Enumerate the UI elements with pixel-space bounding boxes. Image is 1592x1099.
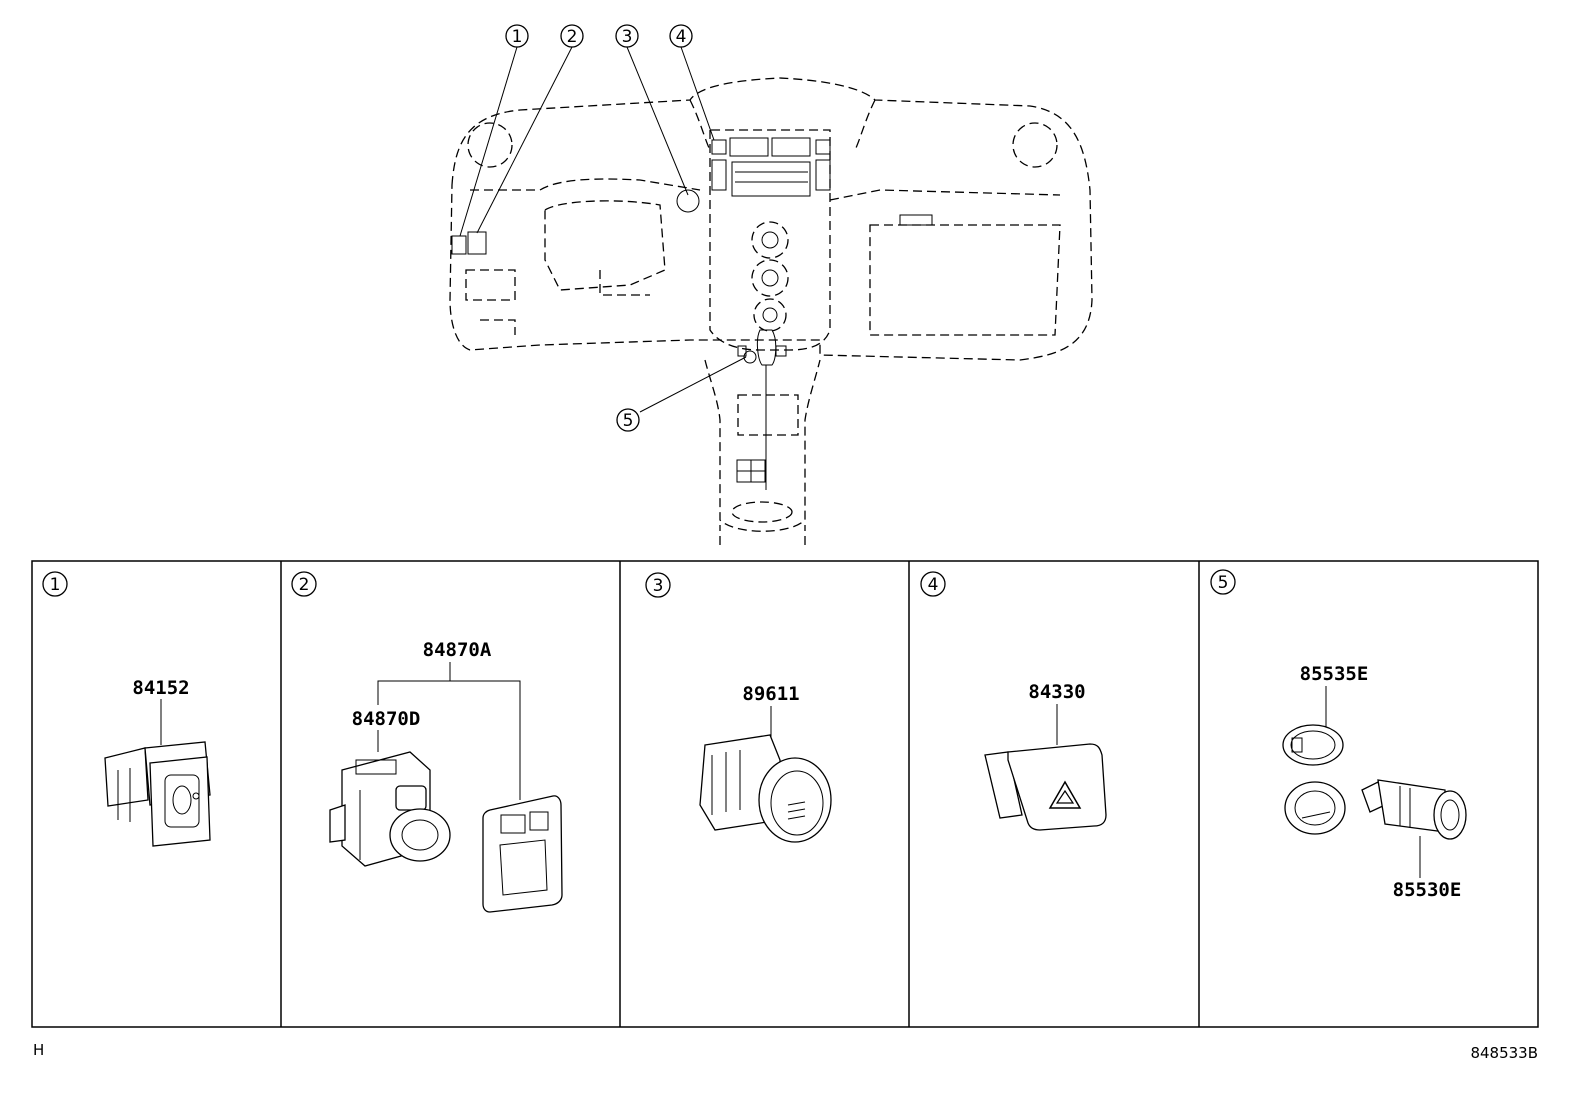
- dashboard-overview-drawing: [449, 77, 1093, 545]
- part-number-label: 84870D: [352, 708, 421, 730]
- callout-number: 1: [512, 27, 523, 47]
- panel-index: 5: [1218, 573, 1229, 593]
- overview-callout-4: 4: [669, 24, 693, 48]
- panel-3: 3 89611: [645, 572, 832, 843]
- panel-4: 4 84330: [920, 571, 1107, 831]
- callout-number: 5: [623, 411, 634, 431]
- part-number-label: 84330: [1028, 681, 1085, 703]
- callout-number: 2: [567, 27, 578, 47]
- part-number-label: 85530E: [1393, 879, 1462, 901]
- callout-number: 4: [676, 27, 687, 47]
- panel-index: 3: [653, 576, 664, 596]
- overview-callout-1: 1: [505, 24, 529, 48]
- overview-callout-5: 5: [616, 408, 640, 432]
- callout-leader-lines: [459, 46, 747, 413]
- mirror-control-switch-icon: [329, 751, 451, 867]
- socket-cap-icon: [1282, 724, 1346, 835]
- start-stop-switch-icon: [699, 734, 832, 843]
- panel-index: 2: [299, 575, 310, 595]
- headlight-level-switch-icon: [104, 741, 211, 847]
- panel-index: 4: [928, 575, 939, 595]
- panel-5: 5 85535E 85530E: [1210, 569, 1467, 901]
- hazard-switch-icon: [984, 743, 1107, 831]
- part-number-label: 85535E: [1300, 663, 1369, 685]
- footer-diagram-code: 848533B: [1470, 1044, 1538, 1062]
- callout-number: 3: [622, 27, 633, 47]
- footer-left-code: H: [33, 1041, 44, 1059]
- parts-table-frame: [31, 560, 1539, 1028]
- part-number-label: 84870A: [423, 639, 492, 661]
- panel-2: 2 84870A 84870D: [291, 571, 563, 913]
- part-number-label: 89611: [742, 683, 799, 705]
- power-outlet-socket-icon: [1361, 779, 1467, 840]
- switch-bezel-icon: [482, 795, 563, 913]
- part-number-label: 84152: [132, 677, 189, 699]
- overview-callout-2: 2: [560, 24, 584, 48]
- panel-1: 1 84152: [42, 571, 211, 847]
- overview-callout-3: 3: [615, 24, 639, 48]
- panel-index: 1: [50, 575, 61, 595]
